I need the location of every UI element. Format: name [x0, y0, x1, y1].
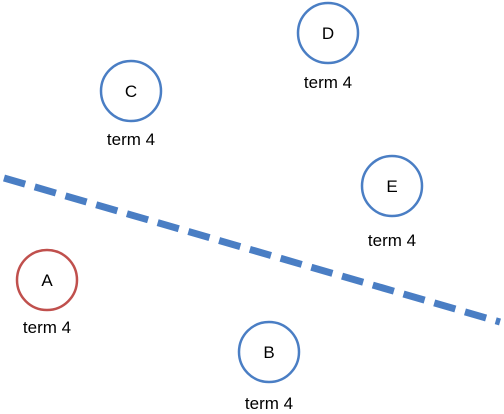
node-c-circle: [99, 59, 163, 123]
node-e[interactable]: E term 4: [360, 154, 424, 250]
node-d-circle: [296, 1, 360, 65]
node-d-term: term 4: [304, 73, 352, 92]
node-d-label: D: [322, 24, 334, 43]
node-e-term: term 4: [368, 231, 416, 250]
node-c-label: C: [125, 82, 137, 101]
dashed-divider-line: [3, 174, 501, 326]
node-b-label: B: [263, 343, 274, 362]
node-c[interactable]: C term 4: [99, 59, 163, 149]
node-d[interactable]: D term 4: [296, 1, 360, 92]
node-b[interactable]: B term 4: [237, 320, 301, 413]
node-e-circle: [360, 154, 424, 218]
node-e-label: E: [386, 177, 397, 196]
node-a-circle: [15, 248, 79, 312]
node-b-circle: [237, 320, 301, 384]
node-a-label: A: [41, 271, 53, 290]
node-b-term: term 4: [245, 394, 293, 413]
node-a-term: term 4: [23, 318, 71, 337]
node-a[interactable]: A term 4: [15, 248, 79, 337]
node-c-term: term 4: [107, 130, 155, 149]
